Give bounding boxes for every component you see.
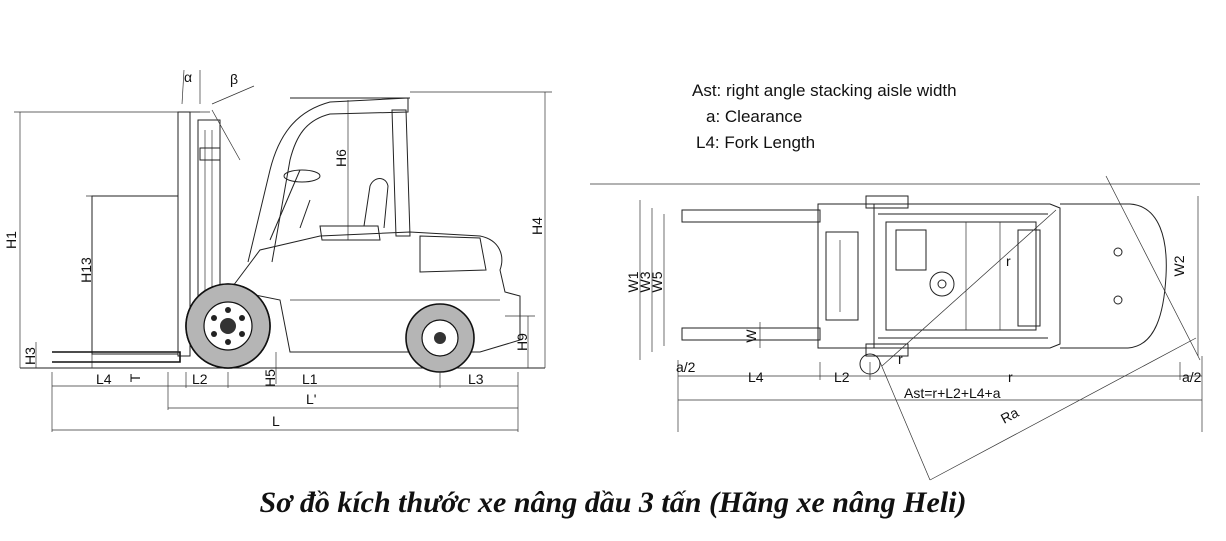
label-H1: H1	[3, 231, 19, 249]
legend-fork-length: L4: Fork Length	[696, 133, 815, 152]
label-Lprime: L'	[306, 391, 316, 407]
label-ast: Ast=r+L2+L4+a	[904, 385, 1001, 401]
label-Ra: Ra	[998, 404, 1022, 427]
side-view: H1 H13 H3 α β H6	[3, 69, 552, 432]
label-H9: H9	[514, 333, 530, 351]
label-L2: L2	[192, 371, 208, 387]
label-W5: W5	[649, 271, 665, 292]
label-W3: W3	[637, 271, 653, 292]
label-H3: H3	[22, 347, 38, 365]
label-L3: L3	[468, 371, 484, 387]
label-W1: W1	[625, 271, 641, 292]
label-r-mid: r	[1006, 253, 1011, 269]
legend-clearance: a: Clearance	[706, 107, 802, 126]
label-L: L	[272, 413, 280, 429]
label-W: W	[743, 329, 759, 343]
label-L4-top: L4	[748, 369, 764, 385]
label-a2-left: a/2	[676, 359, 696, 375]
label-r-bottom: r	[1008, 369, 1013, 385]
label-a2-right: a/2	[1182, 369, 1202, 385]
label-r-inner: r	[898, 351, 903, 367]
label-H6: H6	[333, 149, 349, 167]
label-T: T	[127, 373, 143, 382]
legend-ast: Ast: right angle stacking aisle width	[692, 81, 957, 100]
top-view: W1 W3 W5 W W2	[625, 175, 1203, 481]
label-H4: H4	[529, 217, 545, 235]
label-L4: L4	[96, 371, 112, 387]
diagram-caption: Sơ đồ kích thước xe nâng dầu 3 tấn (Hãng…	[259, 486, 967, 519]
label-W2: W2	[1171, 255, 1187, 276]
legend: Ast: right angle stacking aisle width a:…	[590, 81, 1200, 185]
label-H5: H5	[262, 369, 278, 387]
label-beta: β	[230, 71, 238, 87]
label-H13: H13	[78, 257, 94, 283]
label-L2-top: L2	[834, 369, 850, 385]
label-alpha: α	[184, 69, 192, 85]
label-L1: L1	[302, 371, 318, 387]
